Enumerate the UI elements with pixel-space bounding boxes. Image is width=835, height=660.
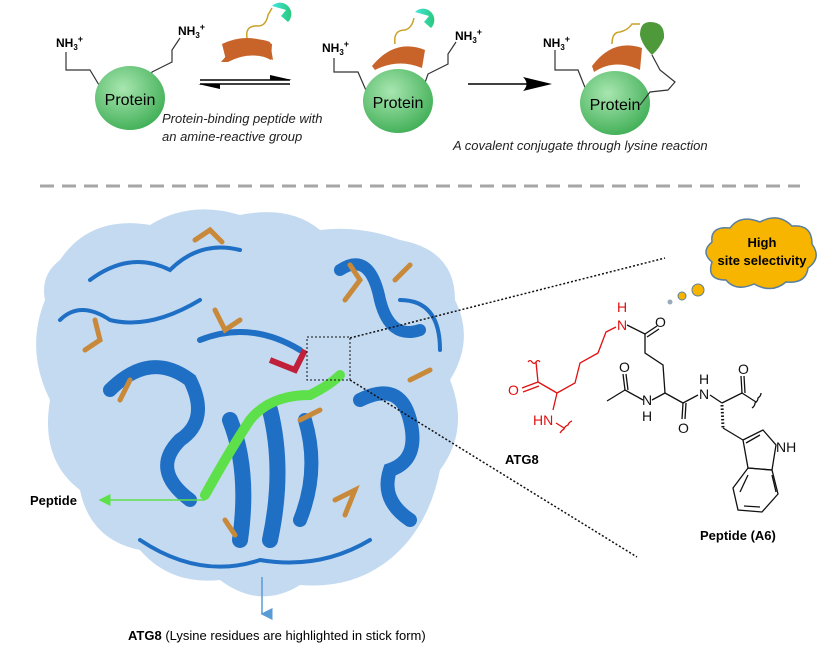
zoom-line-bottom [349, 379, 638, 558]
atom-n: N [699, 386, 709, 402]
zoom-box [306, 336, 351, 381]
atg8-label: ATG8 [505, 452, 539, 467]
scheme-bound: Protein NH3+ NH3+ [322, 8, 482, 133]
scheme-conjugate: Protein NH3+ [543, 22, 676, 135]
protein-ribbons [58, 245, 442, 569]
caption-binding-peptide-1: Protein-binding peptide with [162, 111, 322, 126]
thought-line-2: site selectivity [718, 253, 808, 268]
scheme-unbound: Protein NH3+ NH3+ [56, 22, 205, 130]
caption-binding-peptide-2: an amine-reactive group [162, 129, 302, 144]
protein-label: Protein [105, 92, 156, 109]
atg8-caption: ATG8 (Lysine residues are highlighted in… [128, 628, 426, 643]
atom-o: O [678, 420, 689, 436]
atom-n: N [642, 392, 652, 408]
amine-label: NH3+ [322, 39, 349, 57]
atom-o: O [508, 382, 519, 398]
peptide-a6-skeleton [606, 324, 779, 513]
equilibrium-arrows [198, 75, 292, 89]
amine-label: NH3+ [56, 34, 83, 52]
lysine-sticks [82, 226, 433, 538]
thought-line-1: High [748, 235, 777, 250]
lysine-residue-red [521, 326, 617, 434]
bound-peptide [200, 370, 345, 500]
atom-h: H [617, 299, 627, 315]
amine-label: NH3+ [543, 34, 570, 52]
caption-covalent-conjugate: A covalent conjugate through lysine reac… [452, 138, 708, 153]
protein-sphere [580, 71, 650, 135]
reaction-arrow [468, 77, 552, 91]
atom-hn: HN [533, 412, 553, 428]
atom-h: H [642, 408, 652, 424]
atom-h: H [699, 371, 709, 387]
thought-cloud: High site selectivity [667, 217, 817, 305]
atom-o: O [655, 314, 666, 330]
atom-o: O [738, 361, 749, 377]
amine-label: NH3+ [178, 22, 205, 40]
peptide-a6-label: Peptide (A6) [700, 528, 776, 543]
atom-n: N [617, 317, 627, 333]
amine-label: NH3+ [455, 27, 482, 45]
protein-sphere [363, 69, 433, 133]
atg8-structure [36, 209, 464, 597]
binding-peptide [221, 2, 292, 62]
lysine-red-highlight [268, 348, 308, 374]
protein-label: Protein [590, 97, 641, 114]
protein-sphere [95, 66, 165, 130]
atom-o: O [619, 359, 630, 375]
protein-label: Protein [373, 95, 424, 112]
peptide-pointer-label: Peptide [30, 493, 77, 508]
atom-nh: NH [776, 439, 796, 455]
